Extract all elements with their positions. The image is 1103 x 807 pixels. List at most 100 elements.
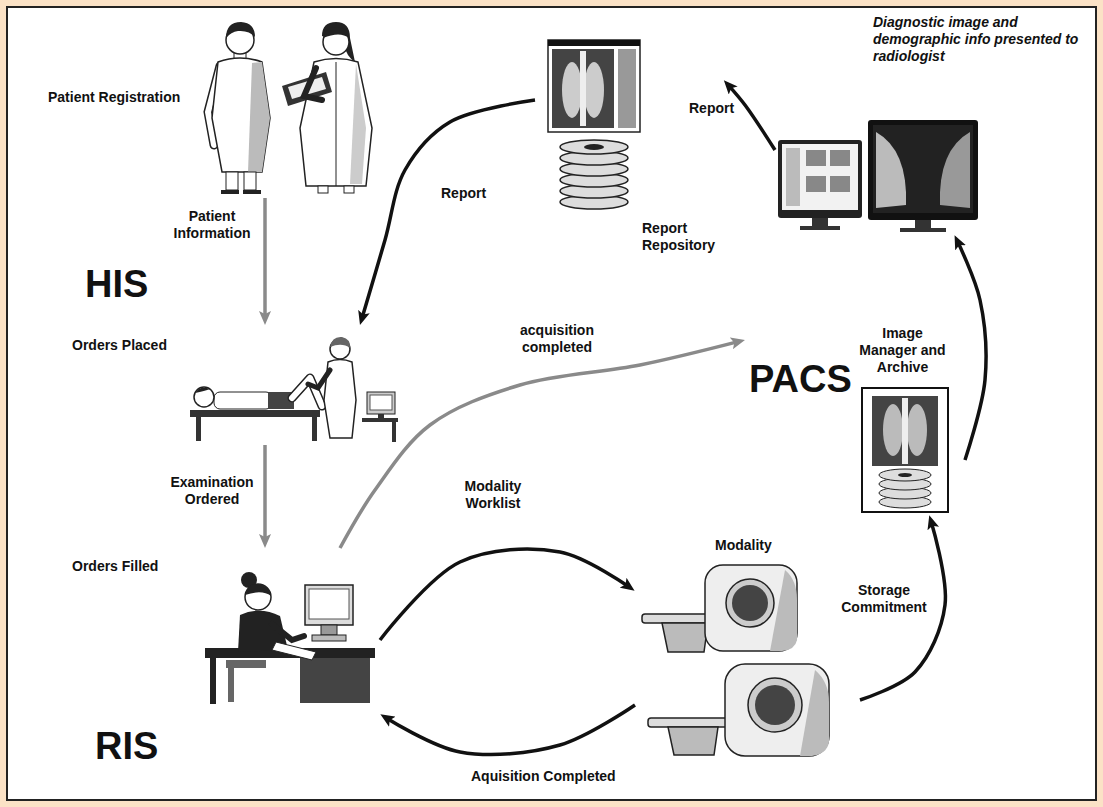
radiologist-monitors bbox=[830, 176, 850, 192]
node-label: Image Manager and Archive bbox=[855, 325, 950, 376]
flow-arrow bbox=[957, 241, 986, 460]
registration-figures bbox=[300, 59, 372, 187]
radiologist-monitors bbox=[812, 218, 828, 226]
archive-box bbox=[872, 396, 938, 466]
radiologist-monitors bbox=[868, 120, 978, 220]
arrow-label: Storage Commitment bbox=[838, 582, 930, 616]
radiologist-monitors bbox=[876, 132, 906, 208]
radiologist-monitors bbox=[806, 150, 826, 166]
registration-figures bbox=[336, 62, 337, 186]
flow-arrow bbox=[340, 341, 739, 548]
arrow-label: Report bbox=[688, 100, 735, 117]
registration-figures bbox=[344, 186, 354, 193]
exam-room-figures bbox=[392, 422, 396, 442]
ct-scanners bbox=[732, 585, 768, 621]
flow-arrow bbox=[263, 198, 267, 319]
report-repository-figure bbox=[548, 40, 640, 209]
exam-room-figures bbox=[378, 414, 384, 418]
system-name: HIS bbox=[85, 262, 148, 306]
exam-room-figures bbox=[190, 337, 398, 442]
ct-scanners bbox=[642, 565, 829, 756]
ct-scanners bbox=[755, 685, 795, 725]
exam-room-figures bbox=[367, 392, 395, 414]
flow-arrow bbox=[263, 445, 267, 542]
arrow-label: Aquisition Completed bbox=[470, 768, 617, 785]
archive-box bbox=[907, 404, 927, 456]
node-label: Patient Registration bbox=[48, 89, 180, 106]
report-repository-figure bbox=[560, 140, 628, 154]
exam-room-figures bbox=[195, 388, 210, 393]
registration-figures bbox=[248, 62, 270, 172]
system-name: RIS bbox=[95, 724, 158, 768]
radiologist-monitors bbox=[806, 176, 826, 192]
ct-scanners bbox=[725, 664, 829, 756]
exam-room-figures bbox=[196, 417, 201, 441]
flow-arrow bbox=[728, 85, 775, 150]
registration-figures bbox=[208, 22, 372, 193]
ct-scanners bbox=[662, 623, 708, 652]
flow-arrow bbox=[380, 549, 630, 640]
arrow-label: acquisition completed bbox=[512, 322, 602, 356]
registration-figures bbox=[304, 68, 322, 100]
exam-room-figures bbox=[194, 387, 214, 407]
illustration-node: Patient Registration bbox=[40, 14, 395, 198]
ris-figure bbox=[205, 572, 375, 704]
node-label: Diagnostic image and demographic info pr… bbox=[873, 14, 1085, 65]
registration-figures bbox=[244, 172, 256, 190]
ct-scanners bbox=[770, 570, 797, 651]
ris-figure bbox=[245, 584, 271, 596]
system-name: PACS bbox=[749, 357, 852, 401]
node-label: Modality bbox=[715, 537, 772, 554]
registration-figures bbox=[350, 64, 366, 184]
ris-figure bbox=[226, 660, 266, 668]
arrow-label: Modality Worklist bbox=[450, 478, 536, 512]
archive-box bbox=[879, 469, 931, 481]
registration-figures bbox=[226, 172, 238, 190]
report-repository-figure bbox=[548, 40, 640, 132]
exam-room-figures bbox=[370, 395, 392, 410]
archive-box bbox=[883, 404, 903, 456]
registration-figures bbox=[318, 186, 328, 193]
report-repository-figure bbox=[548, 40, 640, 46]
flow-arrow bbox=[385, 705, 635, 755]
exam-room-figures bbox=[308, 370, 330, 388]
archive-box bbox=[902, 398, 908, 464]
archive-box bbox=[898, 473, 912, 477]
ct-scanners bbox=[748, 678, 802, 732]
illustration-node: Report Repository bbox=[535, 38, 724, 260]
ct-scanners bbox=[668, 727, 718, 755]
ct-scanners bbox=[800, 670, 829, 756]
arrow-label: Patient Information bbox=[165, 208, 259, 242]
ris-figure bbox=[272, 642, 316, 660]
node-label: Orders Placed bbox=[72, 337, 167, 354]
ris-figure bbox=[228, 668, 234, 702]
flow-arrow bbox=[362, 100, 535, 319]
exam-room-figures bbox=[214, 392, 272, 409]
exam-room-figures bbox=[190, 410, 320, 417]
ris-figure bbox=[210, 658, 216, 704]
ris-figure bbox=[300, 658, 370, 703]
ris-figure bbox=[245, 584, 271, 610]
report-repository-figure bbox=[618, 49, 636, 128]
ris-figure bbox=[321, 625, 337, 635]
radiologist-monitors bbox=[940, 132, 970, 208]
registration-figures bbox=[323, 27, 349, 38]
radiologist-monitors bbox=[778, 140, 862, 218]
ris-figure bbox=[309, 589, 349, 619]
radiologist-monitors bbox=[873, 125, 973, 213]
exam-room-figures bbox=[312, 417, 317, 441]
registration-figures bbox=[212, 58, 270, 172]
ct-scanners bbox=[726, 579, 774, 627]
node-label: Report Repository bbox=[642, 220, 722, 254]
exam-room-figures bbox=[330, 337, 350, 348]
ris-figure bbox=[312, 635, 346, 641]
registration-figures bbox=[322, 22, 355, 62]
illustration-node: Diagnostic image and demographic info pr… bbox=[775, 12, 1095, 235]
radiologist-monitors bbox=[778, 120, 978, 232]
